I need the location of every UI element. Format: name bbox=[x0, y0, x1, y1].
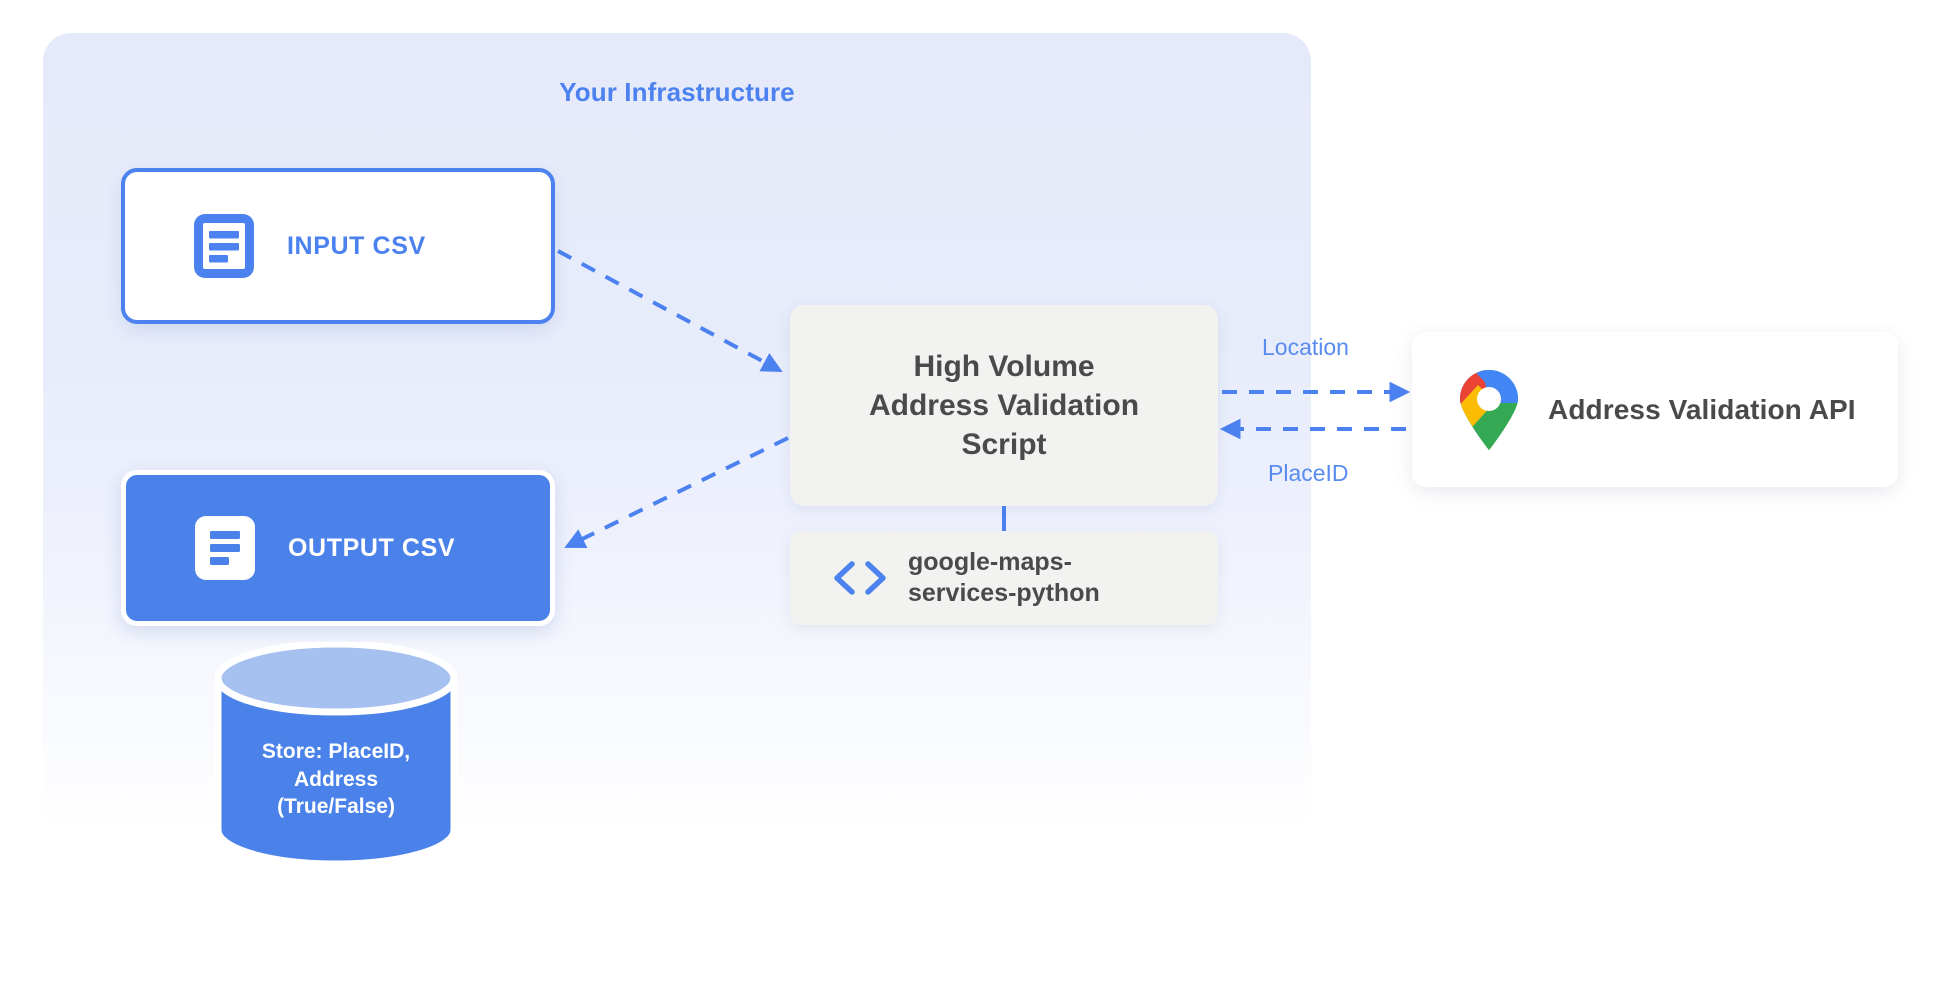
node-output-csv-label: OUTPUT CSV bbox=[288, 533, 456, 562]
document-icon bbox=[189, 211, 259, 281]
node-address-validation-api[interactable]: Address Validation API bbox=[1412, 332, 1898, 487]
node-library-line-1: google-maps- bbox=[908, 547, 1072, 576]
node-script-line-1: High Volume bbox=[913, 350, 1095, 383]
node-library-label: google-maps- services-python bbox=[908, 547, 1100, 610]
node-database-label: Store: PlaceID, Address (True/False) bbox=[212, 738, 460, 821]
node-database-line-1: Store: PlaceID, bbox=[261, 740, 411, 763]
node-address-validation-api-label: Address Validation API bbox=[1548, 393, 1856, 425]
node-input-csv[interactable]: INPUT CSV bbox=[121, 168, 555, 324]
code-icon bbox=[828, 556, 892, 600]
edge-label-placeid: PlaceID bbox=[1268, 460, 1349, 486]
node-output-csv[interactable]: OUTPUT CSV bbox=[121, 470, 555, 626]
edge-label-location: Location bbox=[1262, 334, 1349, 360]
infrastructure-panel-title: Your Infrastructure bbox=[559, 77, 795, 107]
google-maps-pin-icon bbox=[1456, 369, 1522, 451]
node-database[interactable]: Store: PlaceID, Address (True/False) bbox=[212, 642, 460, 866]
node-script-line-2: Address Validation bbox=[868, 389, 1140, 422]
node-library-line-2: services-python bbox=[908, 579, 1100, 607]
node-script[interactable]: High Volume Address Validation Script bbox=[790, 305, 1218, 506]
node-library[interactable]: google-maps- services-python bbox=[790, 531, 1218, 625]
node-script-line-3: Script bbox=[961, 428, 1047, 461]
node-input-csv-label: INPUT CSV bbox=[287, 231, 426, 260]
node-database-line-3: (True/False) bbox=[277, 795, 395, 819]
node-database-line-2: Address bbox=[293, 767, 379, 791]
document-icon bbox=[190, 513, 260, 583]
